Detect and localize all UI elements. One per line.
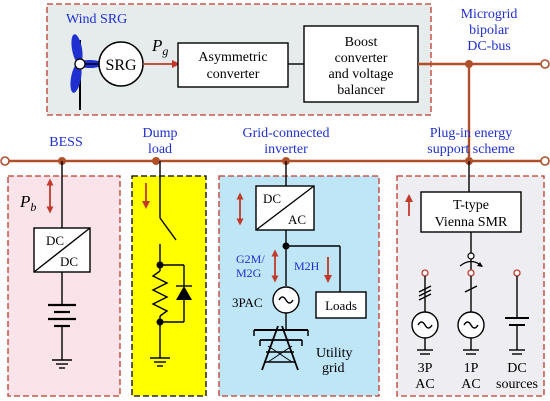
dump-load-panel (131, 175, 207, 397)
ground-icon (52, 359, 72, 369)
utility-tower-icon (253, 325, 309, 371)
wind-srg-label: Wind SRG (66, 12, 127, 27)
dump-resistor (151, 270, 169, 317)
loads-label: Loads (325, 298, 357, 313)
pg-label: Pg (151, 36, 168, 58)
ac1p-line1: 1P (464, 361, 479, 376)
gci-title-line2: inverter (264, 142, 308, 157)
g2m-line1: G2M/ (236, 252, 265, 266)
vienna-line1: T-type (453, 198, 489, 213)
dump-title-line2: load (148, 142, 172, 157)
vienna-line2: Vienna SMR (435, 215, 508, 230)
selector-switch (459, 259, 483, 270)
dump-diode (176, 286, 192, 300)
srg-label: SRG (105, 57, 137, 74)
asym-line1: Asymmetric (198, 50, 267, 65)
bus-label-line1: Microgrid (461, 7, 518, 22)
inverter-ac-label: AC (288, 212, 306, 227)
vienna-smr-block (420, 191, 522, 233)
ac3p-line1: 3P (418, 361, 433, 376)
loads-block (315, 291, 367, 319)
bus-label-line3: DC-bus (467, 39, 511, 54)
dc-source-icon (505, 317, 529, 355)
plugin-title-line2: support scheme (427, 142, 514, 157)
wind-turbine-icon (70, 34, 102, 110)
plugin-title-line1: Plug-in energy (430, 126, 513, 141)
gci-title-line1: Grid-connected (242, 126, 329, 141)
dump-title-line1: Dump (143, 126, 178, 141)
bess-dc-top: DC (46, 233, 64, 248)
boost-line4: balancer (337, 83, 385, 98)
asym-line2: converter (207, 67, 260, 82)
boost-converter-block (303, 25, 419, 103)
utility-line2: grid (322, 361, 345, 376)
boost-line2: converter (335, 51, 388, 66)
boost-line3: and voltage (329, 67, 394, 82)
dcsrc-line1: DC (507, 361, 526, 376)
three-pac-label: 3PAC (232, 295, 263, 310)
ac3p-line2: AC (415, 377, 434, 392)
pb-label: Pb (19, 192, 36, 214)
boost-line1: Boost (345, 35, 378, 50)
bess-dc-bottom: DC (60, 254, 78, 269)
bess-title: BESS (49, 135, 82, 150)
ac1p-line2: AC (461, 377, 480, 392)
inverter-dc-label: DC (263, 191, 281, 206)
bus-label-line2: bipolar (469, 23, 509, 38)
g2m-line2: M2G (236, 266, 262, 280)
asymmetric-converter-block (177, 42, 289, 88)
m2h-label: M2H (294, 259, 320, 273)
dcsrc-line2: sources (496, 377, 538, 392)
dump-ground-icon (150, 357, 170, 367)
utility-line1: Utility (316, 346, 353, 361)
dump-switch (159, 217, 177, 241)
